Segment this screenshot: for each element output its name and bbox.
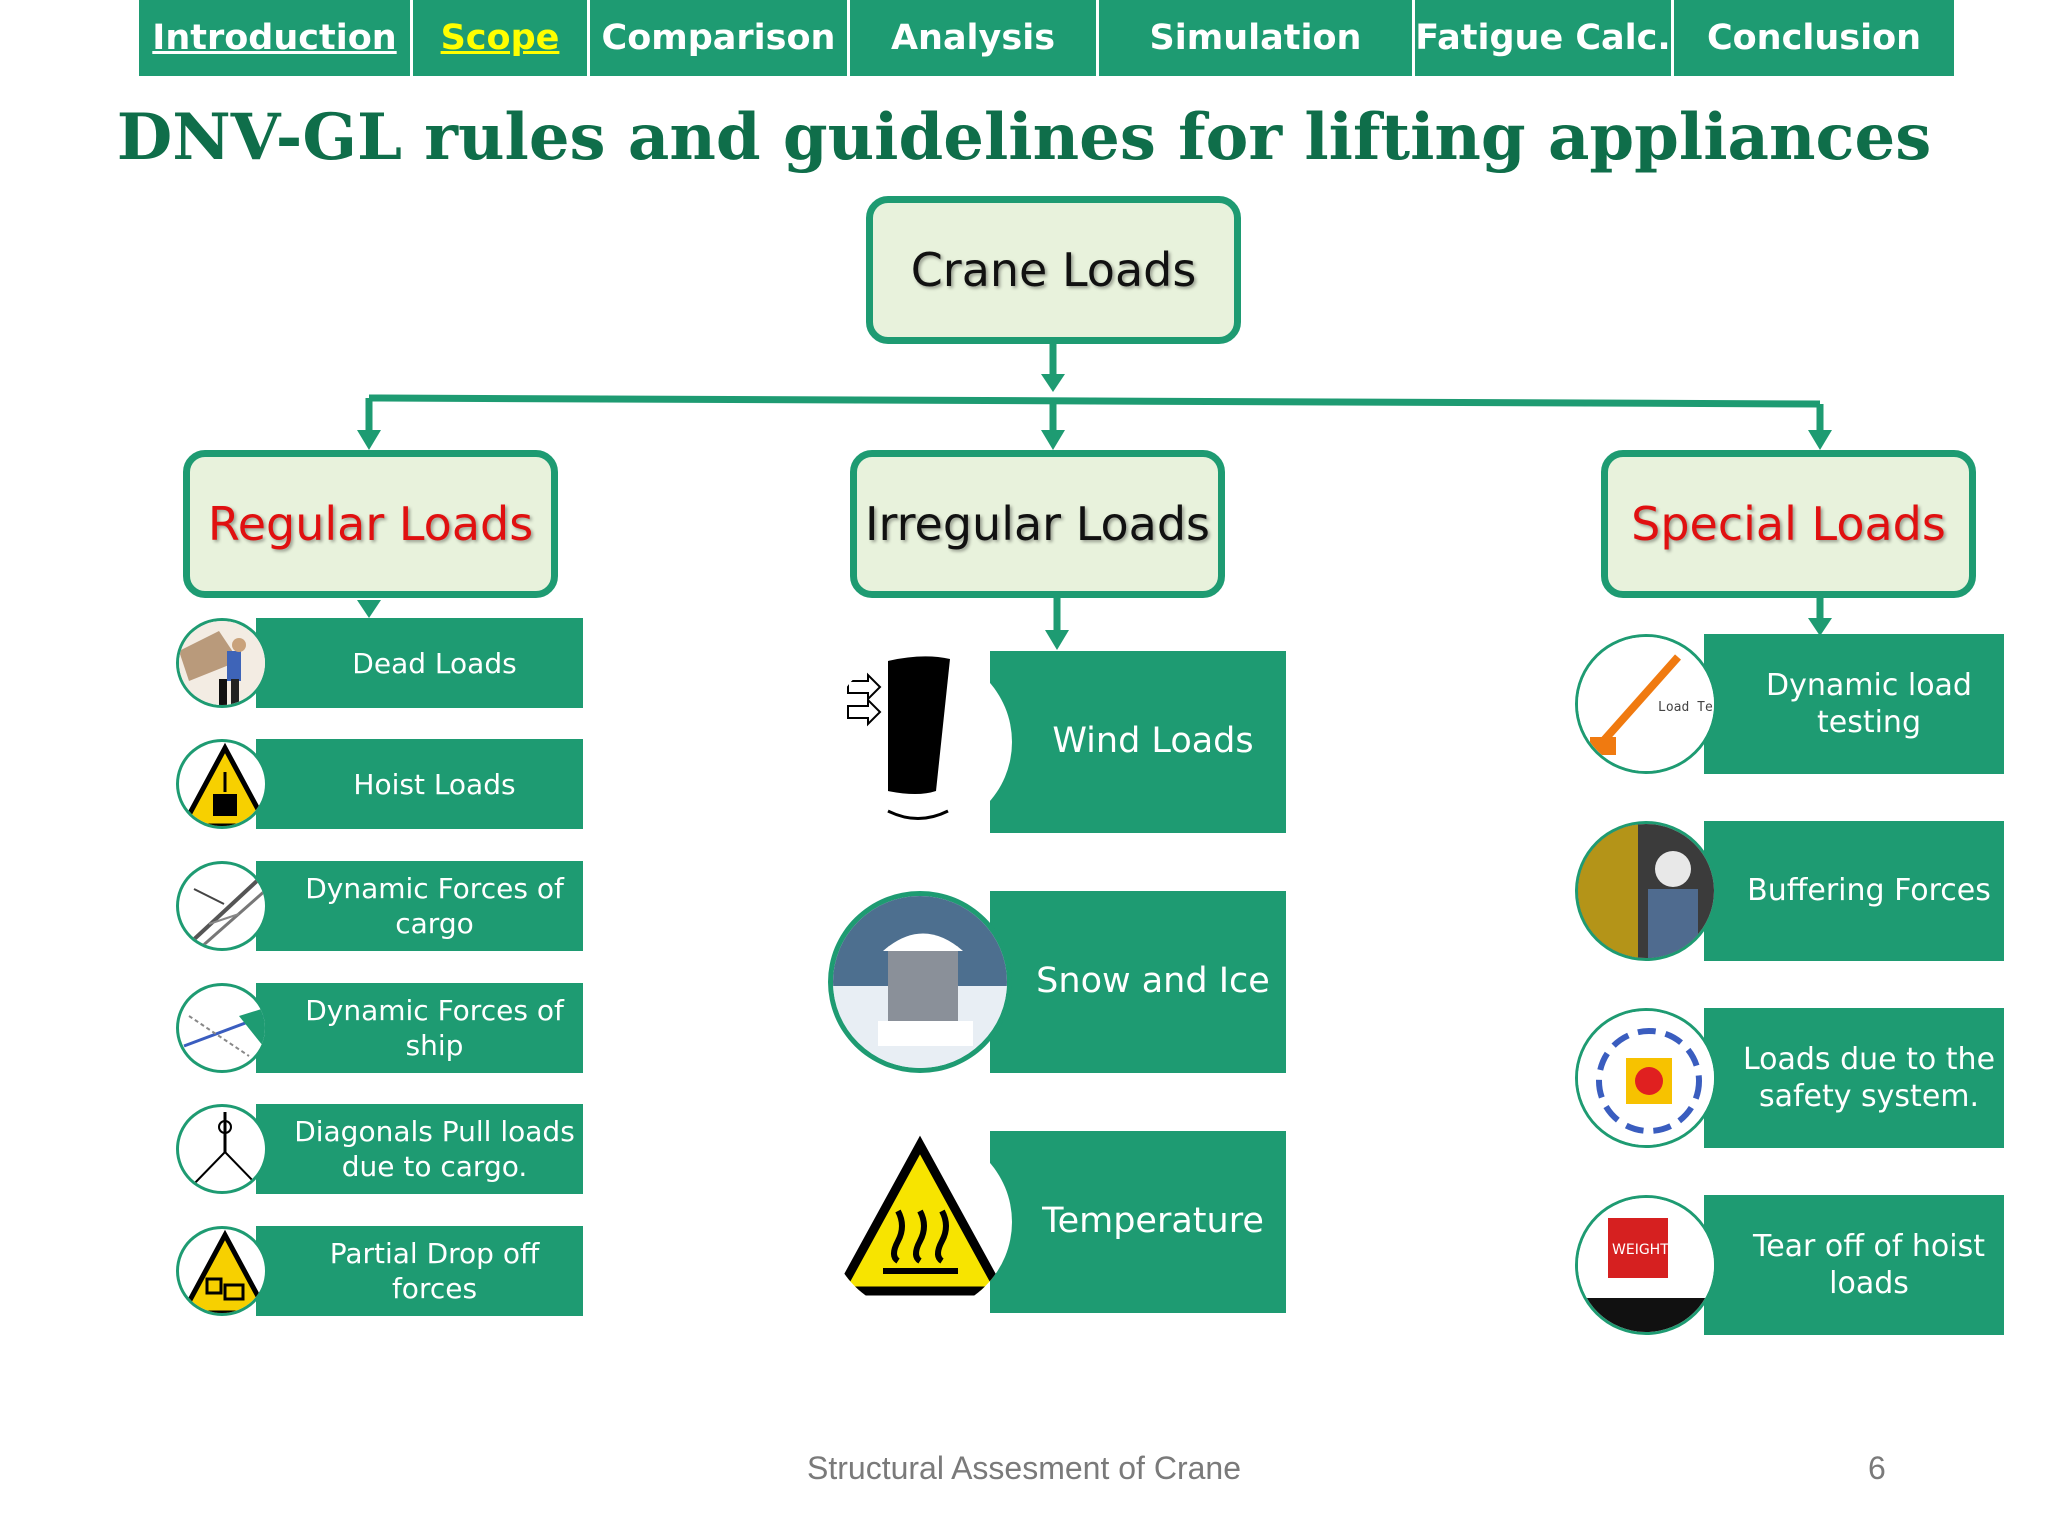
nav-simulation[interactable]: Simulation [1099, 0, 1415, 76]
regular-loads-box: Regular Loads [183, 450, 558, 598]
nav-conclusion[interactable]: Conclusion [1674, 0, 1954, 76]
hot-surface-warning-icon [828, 1131, 1012, 1313]
nav-scope[interactable]: Scope [413, 0, 590, 76]
nav-introduction[interactable]: Introduction [139, 0, 413, 76]
page-number: 6 [1868, 1450, 1886, 1486]
nav-comparison[interactable]: Comparison [590, 0, 850, 76]
person-lifting-icon [176, 618, 268, 708]
slide-title: DNV-GL rules and guidelines for lifting … [116, 100, 1932, 175]
drop-warning-icon [176, 1226, 268, 1316]
weight-label: WEIGHT [1612, 1242, 1669, 1258]
irregular-item-temperature: Temperature [990, 1131, 1286, 1313]
weight-drop-icon: WEIGHT [1575, 1195, 1717, 1335]
load-test-label: Load Te [1658, 700, 1713, 715]
regular-item-dead-loads: Dead Loads [256, 618, 583, 708]
diagonal-pull-diagram-icon [176, 1104, 268, 1194]
regular-item-partial-drop: Partial Drop off forces [256, 1226, 583, 1316]
footer-text: Structural Assesment of Crane [807, 1450, 1241, 1486]
special-loads-box: Special Loads [1601, 450, 1976, 598]
ship-motion-diagram-icon [176, 983, 268, 1073]
wind-column-icon [828, 651, 1012, 833]
crane-loads-box: Crane Loads [866, 196, 1241, 344]
crane-diagram-icon [176, 861, 268, 951]
regular-item-dynamic-ship: Dynamic Forces of ship [256, 983, 583, 1073]
regular-item-diagonal-pull: Diagonals Pull loads due to cargo. [256, 1104, 583, 1194]
irregular-item-snow-ice: Snow and Ice [990, 891, 1286, 1073]
regular-item-dynamic-cargo: Dynamic Forces of cargo [256, 861, 583, 951]
irregular-item-wind-loads: Wind Loads [990, 651, 1286, 833]
workers-photo-icon [1575, 821, 1717, 961]
nav-analysis[interactable]: Analysis [850, 0, 1099, 76]
special-item-tear-off-hoist: Tear off of hoist loads [1704, 1195, 2004, 1335]
nav-fatigue-calc[interactable]: Fatigue Calc. [1415, 0, 1674, 76]
top-nav: Introduction Scope Comparison Analysis S… [139, 0, 1954, 78]
safety-system-diagram-icon [1575, 1008, 1717, 1148]
crane-load-test-icon: Load Te [1575, 634, 1717, 774]
special-item-buffering-forces: Buffering Forces [1704, 821, 2004, 961]
irregular-loads-box: Irregular Loads [850, 450, 1225, 598]
hoist-warning-icon [176, 739, 268, 829]
special-item-dynamic-load-testing: Dynamic load testing [1704, 634, 2004, 774]
snow-covered-vehicle-icon [828, 891, 1012, 1073]
special-item-safety-system: Loads due to the safety system. [1704, 1008, 2004, 1148]
regular-item-hoist-loads: Hoist Loads [256, 739, 583, 829]
